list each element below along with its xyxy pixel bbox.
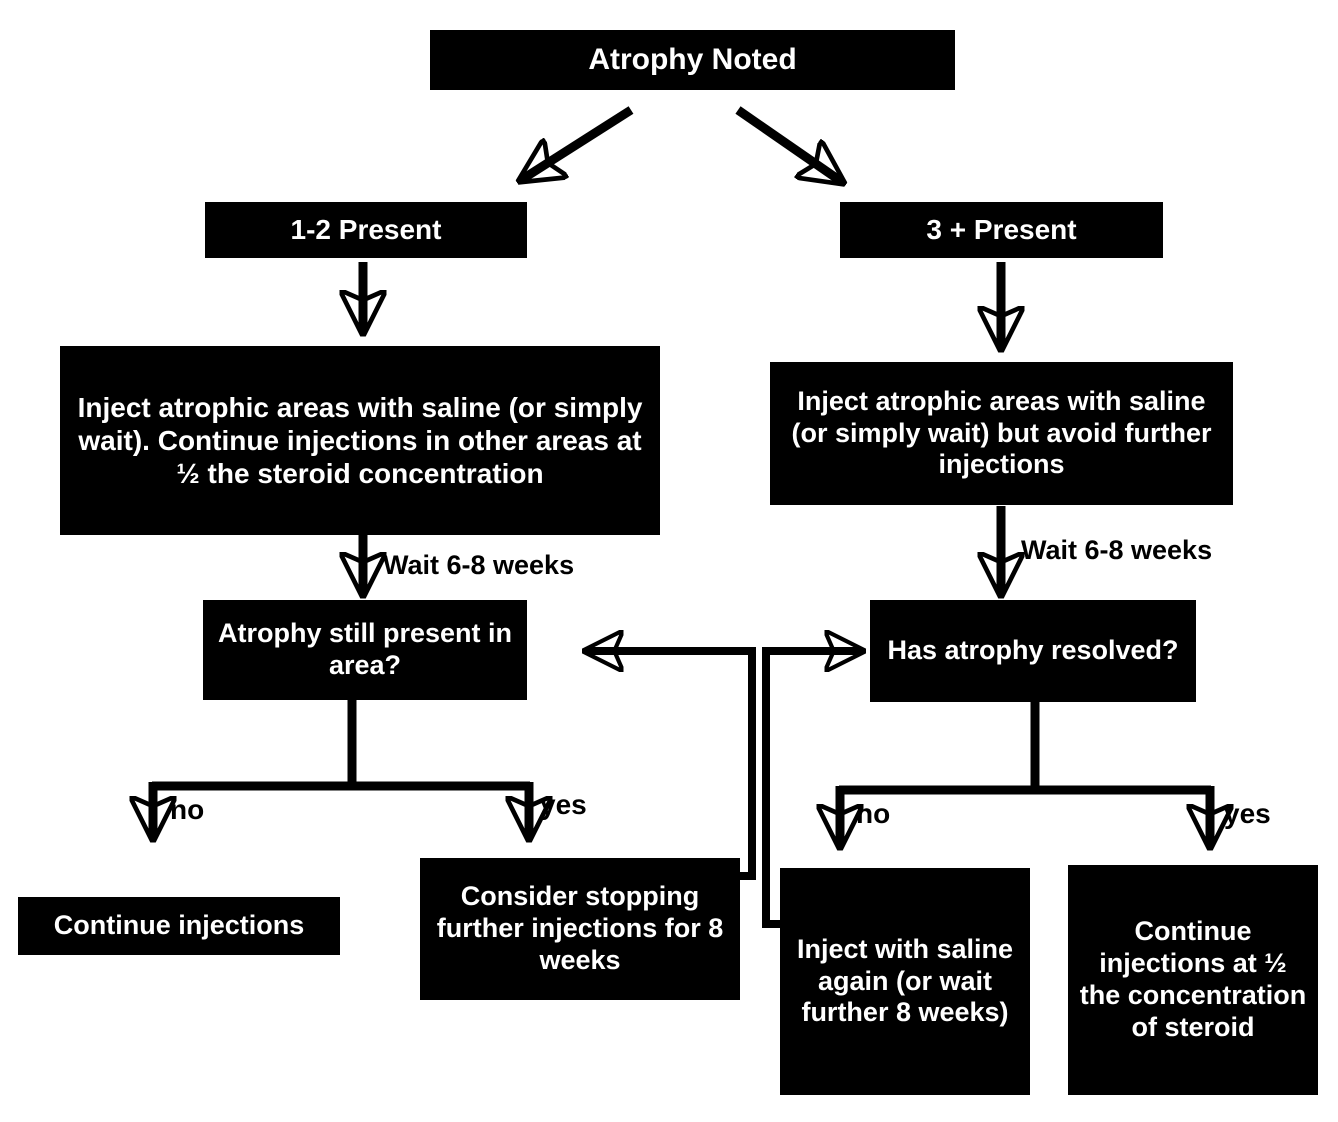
edge-label-wait-left: Wait 6-8 weeks xyxy=(383,550,575,580)
node-outcome-right-no-label: Inject with saline again (or wait furthe… xyxy=(796,933,1014,1028)
node-decision-left-label: Atrophy still present in area? xyxy=(217,618,513,680)
edge-label-left-yes: yes xyxy=(540,789,587,820)
node-action-left[interactable]: Inject atrophic areas with saline (or si… xyxy=(60,346,660,535)
node-outcome-right-yes[interactable]: Continue injections at ½ the concentrati… xyxy=(1068,865,1318,1095)
node-action-left-label: Inject atrophic areas with saline (or si… xyxy=(77,391,643,490)
node-action-right-label: Inject atrophic areas with saline (or si… xyxy=(791,385,1212,480)
node-branch-left[interactable]: 1-2 Present xyxy=(205,202,527,258)
edge-label-left-no: no xyxy=(170,794,205,825)
edge-feedback-left xyxy=(586,651,756,880)
node-decision-right[interactable]: Has atrophy resolved? xyxy=(870,600,1196,702)
node-branch-right-label: 3 + Present xyxy=(926,214,1077,246)
node-branch-left-label: 1-2 Present xyxy=(290,214,442,246)
node-decision-left[interactable]: Atrophy still present in area? xyxy=(203,600,527,700)
node-branch-right[interactable]: 3 + Present xyxy=(840,202,1163,258)
edge-label-right-yes: yes xyxy=(1224,798,1271,829)
node-outcome-left-no[interactable]: Continue injections xyxy=(18,897,340,955)
node-root-label: Atrophy Noted xyxy=(588,43,797,77)
edge-root-to-left xyxy=(521,106,634,180)
node-outcome-left-yes-label: Consider stopping further injections for… xyxy=(436,881,724,975)
edge-root-to-right xyxy=(735,106,842,182)
node-root[interactable]: Atrophy Noted xyxy=(430,30,955,90)
node-outcome-right-no[interactable]: Inject with saline again (or wait furthe… xyxy=(780,868,1030,1095)
node-outcome-right-yes-label: Continue injections at ½ the concentrati… xyxy=(1079,916,1307,1042)
node-outcome-left-no-label: Continue injections xyxy=(53,910,305,941)
node-decision-right-label: Has atrophy resolved? xyxy=(887,635,1179,666)
node-action-right[interactable]: Inject atrophic areas with saline (or si… xyxy=(770,362,1233,505)
edge-label-right-no: no xyxy=(856,798,891,829)
node-outcome-left-yes[interactable]: Consider stopping further injections for… xyxy=(420,858,740,1000)
edge-label-wait-right: Wait 6-8 weeks xyxy=(1021,535,1213,565)
